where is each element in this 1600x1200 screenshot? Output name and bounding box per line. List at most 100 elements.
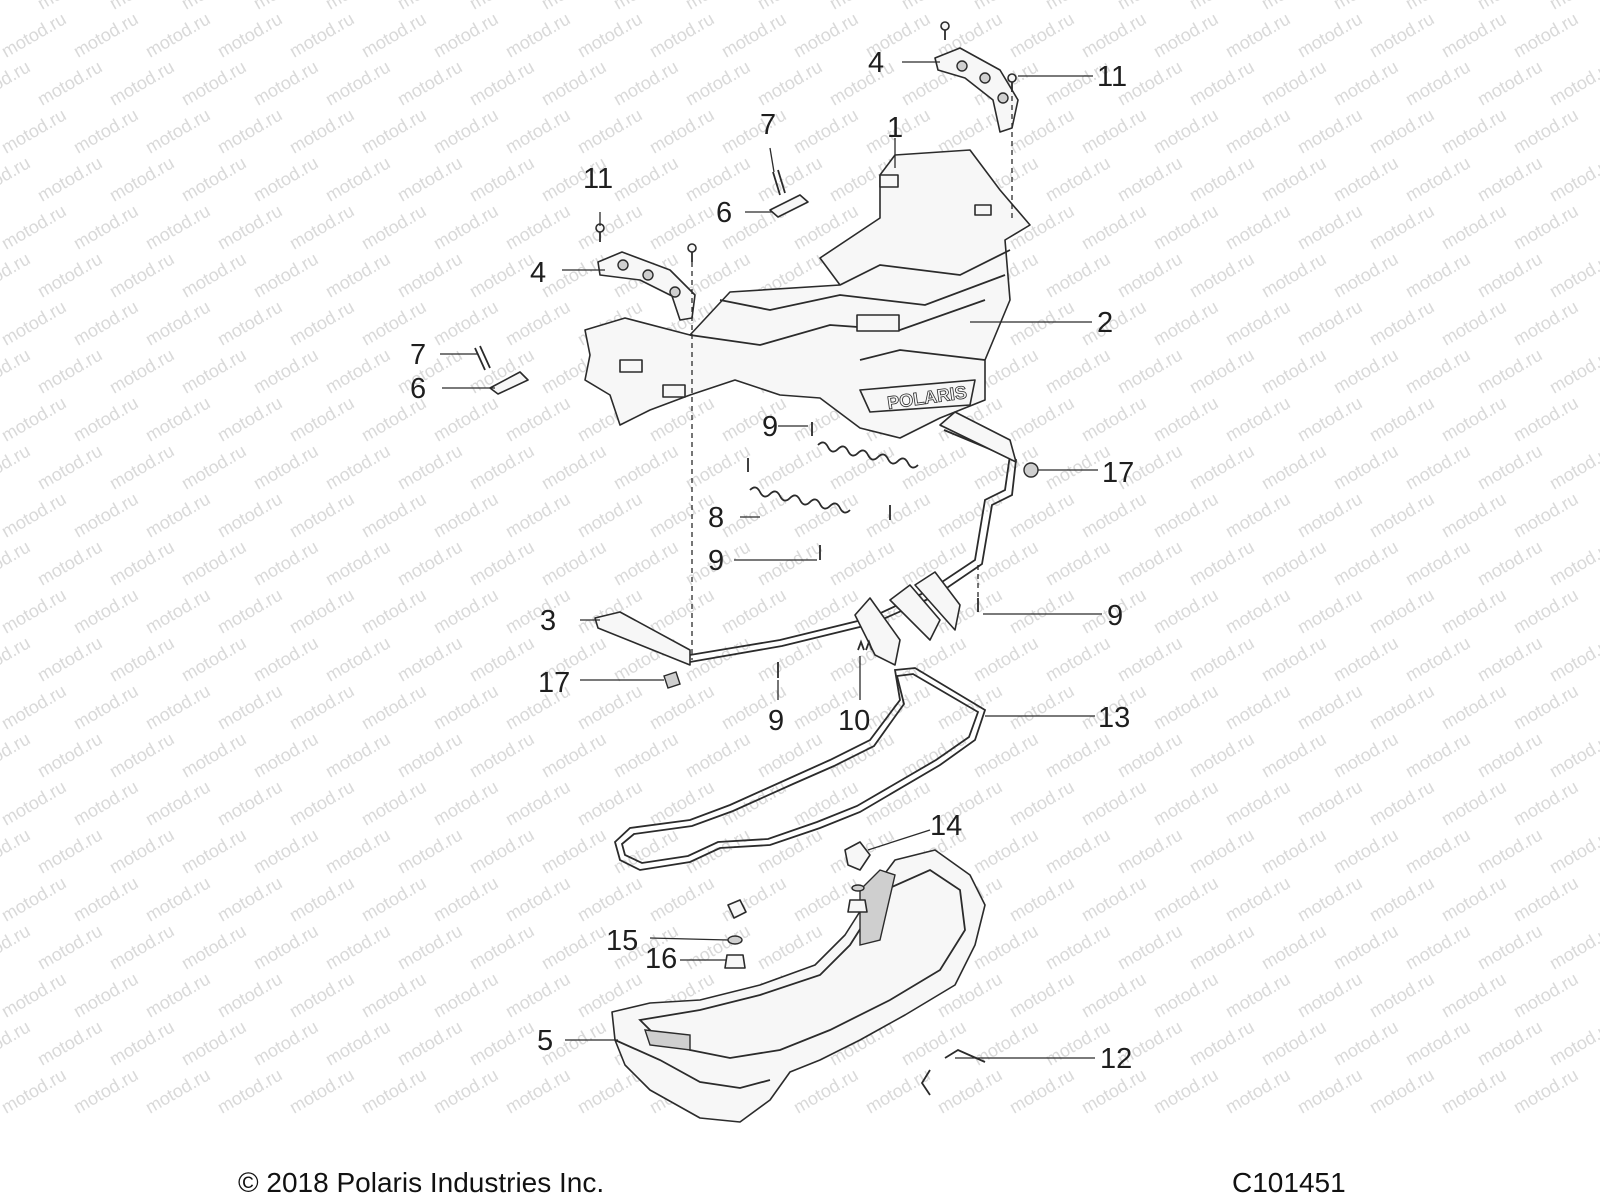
watermark-text: motod.ru [1474, 441, 1546, 494]
watermark-text: motod.ru [1510, 201, 1582, 254]
watermark-text: motod.ru [1402, 0, 1474, 13]
watermark-text: motod.ru [214, 393, 286, 446]
watermark-text: motod.ru [178, 729, 250, 782]
watermark-text: motod.ru [1330, 537, 1402, 590]
watermark-text: motod.ru [250, 57, 322, 110]
watermark-text: motod.ru [646, 585, 718, 638]
watermark-text: motod.ru [1186, 825, 1258, 878]
watermark-text: motod.ru [1510, 297, 1582, 350]
watermark-text: motod.ru [754, 633, 826, 686]
watermark-text: motod.ru [682, 0, 754, 13]
watermark-text: motod.ru [1438, 777, 1510, 830]
watermark-text: motod.ru [1438, 201, 1510, 254]
watermark-text: motod.ru [718, 105, 790, 158]
watermark-text: motod.ru [1186, 249, 1258, 302]
watermark-text: motod.ru [430, 489, 502, 542]
watermark-text: motod.ru [0, 57, 34, 110]
watermark-text: motod.ru [0, 297, 70, 350]
watermark-text: motod.ru [1222, 489, 1294, 542]
watermark-text: motod.ru [322, 633, 394, 686]
watermark-text: motod.ru [574, 201, 646, 254]
callout-6-upper: 6 [716, 197, 732, 229]
washer-15 [727, 884, 865, 945]
watermark-text: motod.ru [1330, 633, 1402, 686]
watermark-text: motod.ru [538, 921, 610, 974]
callout-12: 12 [1100, 1043, 1132, 1075]
watermark-text: motod.ru [754, 537, 826, 590]
watermark-text: motod.ru [502, 393, 574, 446]
watermark-text: motod.ru [178, 249, 250, 302]
watermark-text: motod.ru [322, 825, 394, 878]
callout-16: 16 [645, 943, 677, 975]
watermark-text: motod.ru [790, 489, 862, 542]
watermark-text: motod.ru [1294, 393, 1366, 446]
watermark-text: motod.ru [430, 777, 502, 830]
watermark-text: motod.ru [1546, 153, 1600, 206]
callout-5: 5 [537, 1025, 553, 1057]
watermark-text: motod.ru [646, 489, 718, 542]
watermark-text: motod.ru [1150, 777, 1222, 830]
watermark-text: motod.ru [1546, 921, 1600, 974]
callout-3: 3 [540, 605, 556, 637]
watermark-text: motod.ru [142, 105, 214, 158]
watermark-text: motod.ru [466, 1017, 538, 1070]
watermark-text: motod.ru [1474, 153, 1546, 206]
watermark-text: motod.ru [1042, 153, 1114, 206]
watermark-text: motod.ru [322, 921, 394, 974]
watermark-text: motod.ru [538, 825, 610, 878]
watermark-text: motod.ru [394, 345, 466, 398]
watermark-text: motod.ru [934, 1065, 1006, 1118]
watermark-text: motod.ru [0, 969, 70, 1022]
watermark-text: motod.ru [1546, 249, 1600, 302]
watermark-text: motod.ru [1330, 57, 1402, 110]
watermark-text: motod.ru [142, 393, 214, 446]
watermark-text: motod.ru [1258, 0, 1330, 13]
watermark-text: motod.ru [286, 969, 358, 1022]
watermark-text: motod.ru [250, 441, 322, 494]
watermark-text: motod.ru [0, 1017, 34, 1070]
watermark-text: motod.ru [1186, 729, 1258, 782]
watermark-text: motod.ru [1186, 0, 1258, 13]
watermark-text: motod.ru [754, 441, 826, 494]
watermark-text: motod.ru [1438, 969, 1510, 1022]
watermark-text: motod.ru [286, 681, 358, 734]
watermark-text: motod.ru [1438, 681, 1510, 734]
watermark-text: motod.ru [322, 729, 394, 782]
watermark-text: motod.ru [430, 969, 502, 1022]
screw-11-upper [940, 21, 1017, 92]
watermark-text: motod.ru [1294, 105, 1366, 158]
watermark-text: motod.ru [250, 633, 322, 686]
watermark-text: motod.ru [1402, 825, 1474, 878]
watermark-text: motod.ru [466, 633, 538, 686]
watermark-text: motod.ru [250, 729, 322, 782]
watermark-text: motod.ru [0, 249, 34, 302]
watermark-text: motod.ru [214, 681, 286, 734]
watermark-text: motod.ru [358, 201, 430, 254]
watermark-text: motod.ru [430, 585, 502, 638]
watermark-text: motod.ru [250, 921, 322, 974]
watermark-text: motod.ru [466, 57, 538, 110]
watermark-text: motod.ru [1042, 249, 1114, 302]
watermark-text: motod.ru [1078, 777, 1150, 830]
watermark-text: motod.ru [1474, 825, 1546, 878]
watermark-text: motod.ru [214, 585, 286, 638]
watermark-text: motod.ru [466, 249, 538, 302]
watermark-text: motod.ru [34, 249, 106, 302]
callout-8: 8 [708, 502, 724, 534]
watermark-text: motod.ru [1294, 9, 1366, 62]
watermark-text: motod.ru [1402, 57, 1474, 110]
watermark-text: motod.ru [1258, 825, 1330, 878]
watermark-text: motod.ru [538, 729, 610, 782]
watermark-text: motod.ru [394, 153, 466, 206]
watermark-text: motod.ru [1330, 345, 1402, 398]
callout-11-lower: 11 [583, 163, 613, 195]
watermark-text: motod.ru [1402, 441, 1474, 494]
latch-6-lower [474, 345, 529, 395]
storage-box-5 [611, 849, 986, 1123]
watermark-text: motod.ru [0, 345, 34, 398]
watermark-text: motod.ru [718, 777, 790, 830]
watermark-text: motod.ru [1402, 345, 1474, 398]
watermark-text: motod.ru [1006, 777, 1078, 830]
watermark-text: motod.ru [466, 537, 538, 590]
